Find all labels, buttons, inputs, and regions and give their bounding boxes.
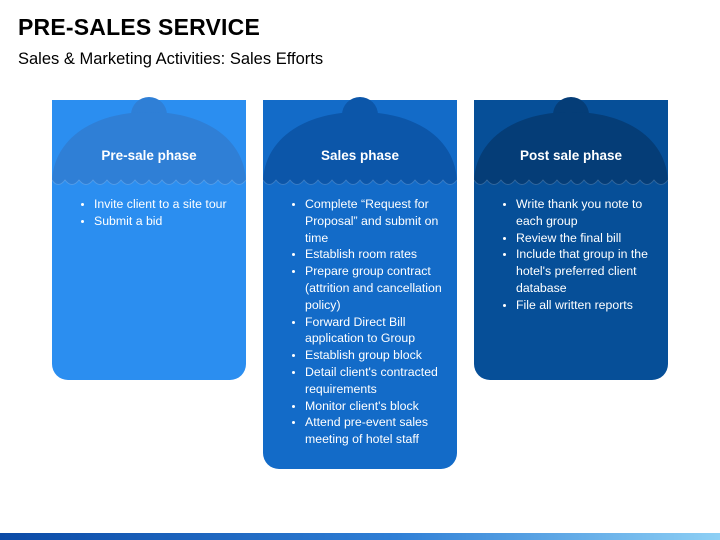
list-item: Write thank you note to each group [516, 196, 656, 230]
page-title: PRE-SALES SERVICE [18, 14, 260, 40]
phase-card-pre-sale: Pre-sale phase Invite client to a site t… [51, 97, 247, 380]
phase-cap-shape [51, 97, 247, 190]
phase-item-list: Invite client to a site tour Submit a bi… [52, 196, 246, 230]
phase-card-post-sale: Post sale phase Write thank you note to … [473, 97, 669, 380]
list-item: Submit a bid [94, 213, 234, 230]
phase-cap-shape [262, 97, 458, 190]
list-item: Review the final bill [516, 230, 656, 247]
bottom-accent-bar [0, 533, 720, 540]
phase-item-list: Write thank you note to each group Revie… [474, 196, 668, 314]
list-item: Forward Direct Bill application to Group [305, 314, 445, 348]
phase-card-sales: Sales phase Complete “Request for Propos… [262, 97, 458, 469]
list-item: Complete “Request for Proposal” and subm… [305, 196, 445, 246]
list-item: Establish room rates [305, 246, 445, 263]
phase-title: Post sale phase [519, 148, 623, 163]
phase-title: Sales phase [320, 148, 400, 163]
list-item: Attend pre-event sales meeting of hotel … [305, 414, 445, 448]
list-item: Include that group in the hotel's prefer… [516, 246, 656, 296]
phase-cap-shape [473, 97, 669, 190]
list-item: Establish group block [305, 347, 445, 364]
list-item: Invite client to a site tour [94, 196, 234, 213]
list-item: Detail client's contracted requirements [305, 364, 445, 398]
page-subtitle: Sales & Marketing Activities: Sales Effo… [18, 50, 324, 68]
list-item: Prepare group contract (attrition and ca… [305, 263, 445, 313]
list-item: File all written reports [516, 297, 656, 314]
list-item: Monitor client's block [305, 398, 445, 415]
phase-item-list: Complete “Request for Proposal” and subm… [263, 196, 457, 448]
phase-title: Pre-sale phase [101, 148, 197, 163]
